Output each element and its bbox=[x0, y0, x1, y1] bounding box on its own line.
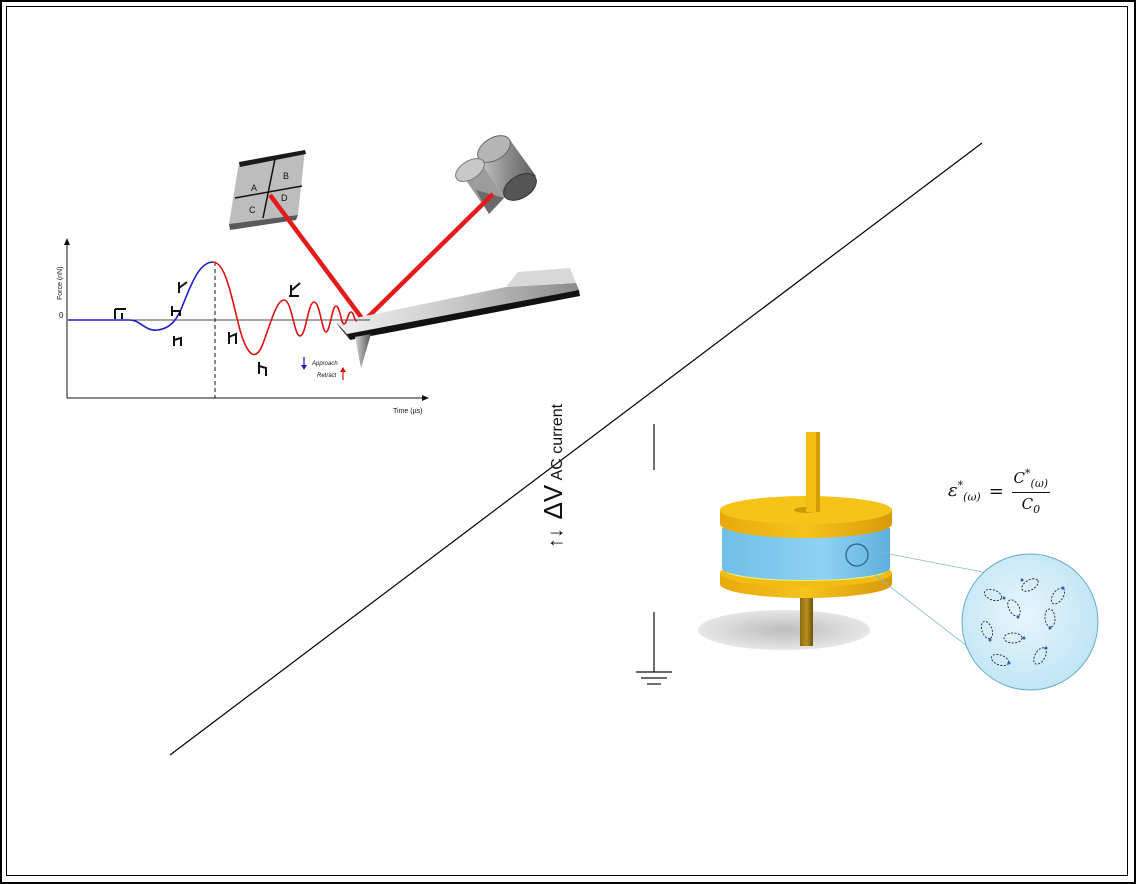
cantilever-state-markers bbox=[114, 281, 301, 376]
zero-label: 0 bbox=[59, 311, 64, 320]
detector-label-a: A bbox=[251, 183, 257, 193]
bottom-rod bbox=[800, 590, 813, 646]
equation-equals: = bbox=[988, 481, 1004, 502]
voltage-label: ↑↓ ΔV AC current bbox=[538, 404, 569, 548]
detector-label-b: B bbox=[283, 171, 289, 181]
equation-numerator: C*(ω) bbox=[1013, 467, 1049, 490]
dielectric-medium bbox=[722, 528, 890, 580]
equation-lhs: ε*(ω) bbox=[948, 479, 981, 504]
zoomed-dipoles bbox=[961, 553, 1099, 691]
legend-retract: Retract bbox=[317, 373, 337, 379]
ac-arrows: ↑↓ bbox=[545, 528, 567, 548]
laser-beam bbox=[268, 192, 495, 323]
inner-border bbox=[6, 6, 1128, 876]
dielectric-panel bbox=[636, 424, 1099, 691]
zoom-region bbox=[845, 543, 869, 567]
detector-label-d: D bbox=[281, 193, 288, 203]
approach-curve bbox=[68, 261, 214, 331]
legend-approach: Approach bbox=[311, 361, 338, 367]
cantilever-tip bbox=[355, 334, 371, 368]
retract-curve bbox=[212, 261, 358, 356]
detector-label-c: C bbox=[249, 205, 256, 215]
laser-source bbox=[455, 135, 537, 214]
capacitor-shadow bbox=[698, 610, 870, 650]
diagonal-divider bbox=[169, 142, 983, 756]
ground-symbol bbox=[636, 424, 672, 685]
y-axis-label: Force (nN) bbox=[57, 267, 64, 300]
equation-denominator: C0 bbox=[1021, 495, 1041, 516]
cantilever bbox=[336, 268, 580, 368]
zoom-connectors bbox=[861, 549, 989, 657]
approach-retract-legend: Approach Retract bbox=[301, 357, 346, 380]
equation-fraction: C*(ω) C0 bbox=[1011, 467, 1050, 516]
photodetector: A B C D bbox=[229, 150, 306, 230]
voltage-symbol: ΔV bbox=[538, 484, 568, 520]
afm-panel: A B C D bbox=[57, 135, 580, 415]
x-axis-label: Time (µs) bbox=[393, 408, 422, 415]
voltage-subscript: AC current bbox=[549, 403, 566, 481]
permittivity-equation: ε*(ω) = C*(ω) C0 bbox=[948, 467, 1050, 516]
